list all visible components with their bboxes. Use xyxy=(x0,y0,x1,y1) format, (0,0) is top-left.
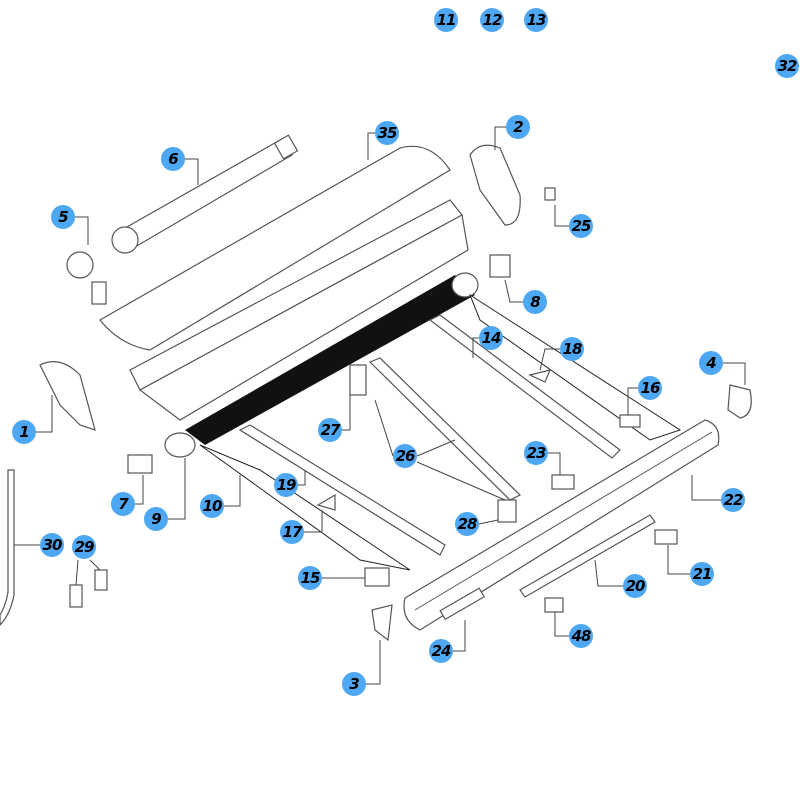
callout-25[interactable]: 25 xyxy=(569,214,593,238)
callout-16[interactable]: 16 xyxy=(638,376,662,400)
callout-23[interactable]: 23 xyxy=(524,441,548,465)
callout-8[interactable]: 8 xyxy=(523,290,547,314)
callout-22[interactable]: 22 xyxy=(721,488,745,512)
callout-14[interactable]: 14 xyxy=(479,326,503,350)
front-bar-part xyxy=(403,419,720,631)
callout-48[interactable]: 48 xyxy=(569,624,593,648)
callout-30[interactable]: 30 xyxy=(40,533,64,557)
callout-24[interactable]: 24 xyxy=(429,639,453,663)
callout-10[interactable]: 10 xyxy=(200,494,224,518)
label-25-part xyxy=(544,187,556,201)
callout-29[interactable]: 29 xyxy=(72,535,96,559)
callout-9[interactable]: 9 xyxy=(144,507,168,531)
callout-4[interactable]: 4 xyxy=(699,351,723,375)
callout-2[interactable]: 2 xyxy=(506,115,530,139)
callout-1[interactable]: 1 xyxy=(12,420,36,444)
cassette-cover-part xyxy=(99,145,469,421)
small-parts xyxy=(0,254,752,642)
callout-13[interactable]: 13 xyxy=(524,8,548,32)
leader-lines xyxy=(14,126,746,685)
callout-11[interactable]: 11 xyxy=(434,8,458,32)
callout-7[interactable]: 7 xyxy=(111,492,135,516)
callout-32[interactable]: 32 xyxy=(775,54,799,78)
bracket-2-part xyxy=(469,144,521,226)
callout-27[interactable]: 27 xyxy=(318,418,342,442)
callout-21[interactable]: 21 xyxy=(690,562,714,586)
callout-6[interactable]: 6 xyxy=(161,147,185,171)
callout-20[interactable]: 20 xyxy=(623,574,647,598)
callout-5[interactable]: 5 xyxy=(51,205,75,229)
callout-18[interactable]: 18 xyxy=(560,337,584,361)
callout-12[interactable]: 12 xyxy=(480,8,504,32)
callout-35[interactable]: 35 xyxy=(375,121,399,145)
callout-3[interactable]: 3 xyxy=(342,672,366,696)
roller-tube-part xyxy=(111,134,299,254)
callout-28[interactable]: 28 xyxy=(455,512,479,536)
callout-15[interactable]: 15 xyxy=(298,566,322,590)
end-cap-5-part xyxy=(66,251,107,305)
arms-part xyxy=(238,314,621,556)
callout-17[interactable]: 17 xyxy=(280,520,304,544)
callout-26[interactable]: 26 xyxy=(393,444,417,468)
callout-19[interactable]: 19 xyxy=(274,473,298,497)
